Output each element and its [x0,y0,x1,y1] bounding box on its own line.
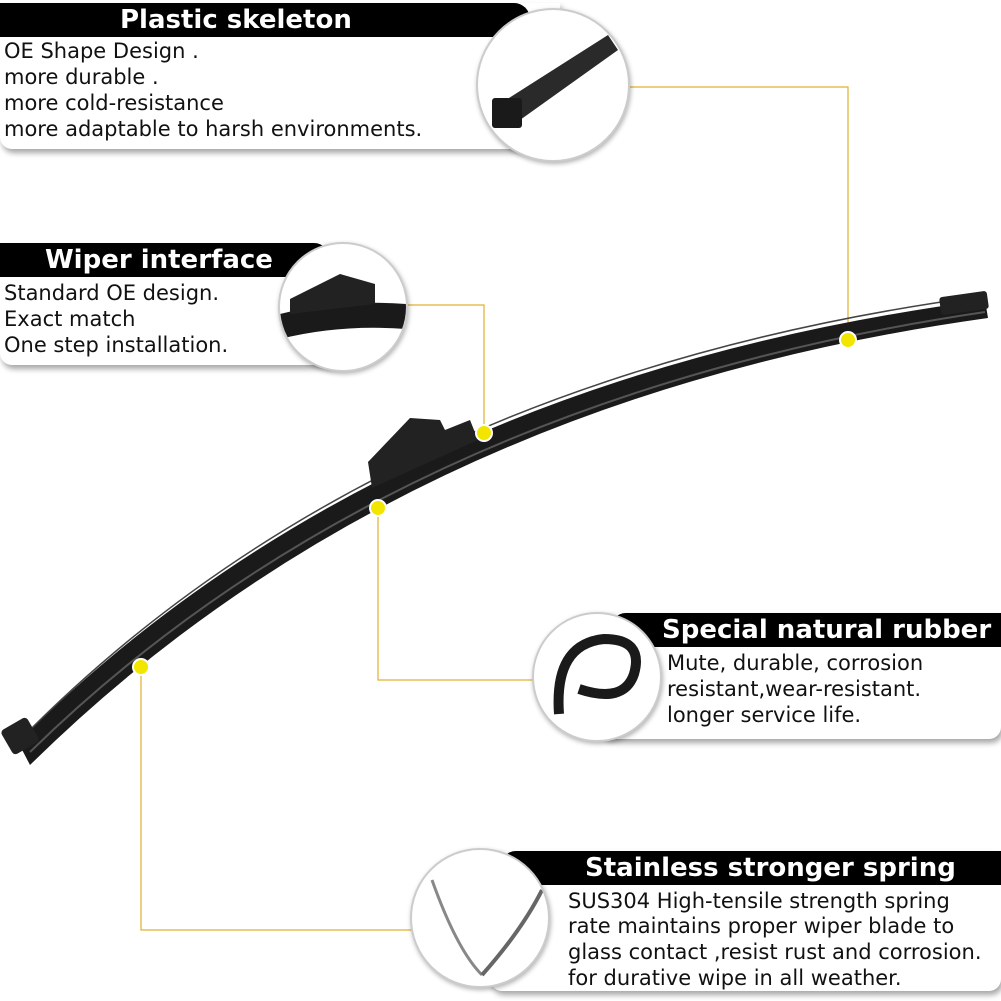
rubber-detail-image [532,612,662,742]
callout-text: rate maintains proper wiper blade to [568,914,955,938]
callout-text: more cold-resistance [4,91,224,115]
callout-text: longer service life. [667,703,862,727]
callout-title: Wiper interface [0,243,330,277]
callout-title: Special natural rubber [610,613,1001,647]
callout-text: for durative wipe in all weather. [568,966,902,990]
skeleton-detail-image [476,8,630,162]
wiper-blade [1,291,989,765]
callout-text: more adaptable to harsh environments. [4,117,423,141]
interface-detail-image [278,242,408,372]
callout-text: glass contact ,resist rust and corrosion… [568,940,982,964]
callout-text: Exact match [4,307,136,331]
callout-text: more durable . [4,65,159,89]
callout-text: Standard OE design. [4,281,220,305]
marker-dot [369,499,387,517]
callout-text: Mute, durable, corrosion [667,651,924,675]
marker-dot [475,424,493,442]
yellow-markers [132,331,857,676]
callout-title: Stainless stronger spring [500,851,1001,885]
spring-detail-image [410,848,550,988]
callout-title: Plastic skeleton [0,3,530,37]
callout-text: resistant,wear-resistant. [667,677,922,701]
marker-dot [132,658,150,676]
callout-text: One step installation. [4,333,229,357]
marker-dot [839,331,857,349]
callout-text: SUS304 High-tensile strength spring [568,889,950,913]
callout-text: OE Shape Design . [4,39,199,63]
leader-lines [140,86,849,931]
